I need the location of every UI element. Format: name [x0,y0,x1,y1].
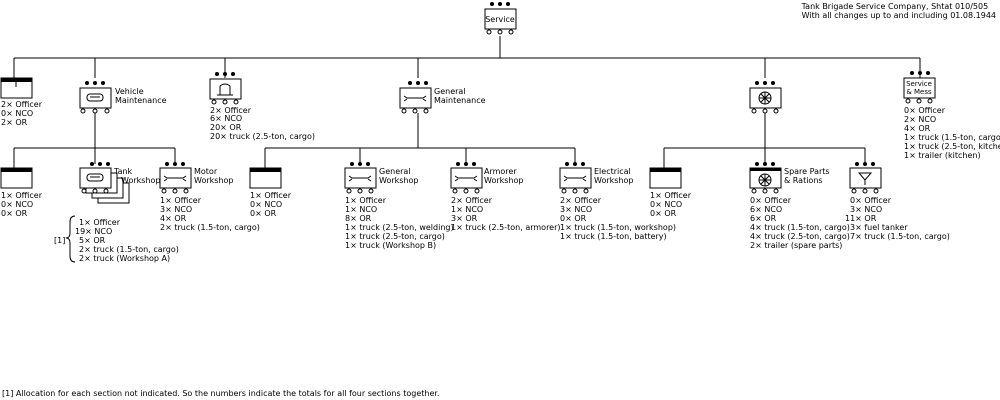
wrench-icon [454,175,478,182]
vehicle-maintenance-unit [79,81,112,114]
gm-hq-personnel: 1× Officer 0× NCO 0× OR [250,191,294,218]
electrical-workshop-personnel: 2× Officer 3× NCO 0× OR 1× truck (1.5-to… [560,196,679,241]
gm-hq-unit [249,167,282,189]
fuel-unit [849,162,882,194]
spare-parts-personnel: 0× Officer 6× NCO 6× OR 4× truck (1.5-to… [750,196,852,250]
motor-workshop-unit [159,162,192,194]
wrench-icon [563,175,587,182]
vm-hq-personnel: 1× Officer 0× NCO 0× OR [1,191,45,218]
service-mess-personnel: 0× Officer 2× NCO 4× OR 1× truck (1.5-to… [904,106,1000,160]
motor-workshop-label: Motor Workshop [194,167,233,185]
supply-wheel-icon [758,91,772,105]
transport-bell-icon [217,83,233,96]
supply-hq-personnel: 1× Officer 0× NCO 0× OR [650,191,694,218]
service-mess-box-label-1: Service [906,80,932,88]
armorer-workshop-personnel: 2× Officer 1× NCO 3× OR 1× truck (2.5-to… [451,196,561,232]
general-workshop-personnel: 1× Officer 1× NCO 8× OR 1× truck (2.5-to… [345,196,456,250]
hq-personnel: 2× Officer 0× NCO 2× OR [1,100,45,127]
wrench-icon [403,95,427,102]
armorer-workshop-unit [450,162,483,194]
fuel-funnel-icon [857,172,873,185]
spare-parts-label: Spare Parts & Rations [784,167,832,185]
vehicle-maintenance-label: Vehicle Maintenance [115,87,167,105]
connector-lines [13,36,921,263]
chart-header: Tank Brigade Service Company, Shtat 010/… [802,2,996,20]
tank-workshop-note-marker: [1] [54,236,65,245]
general-workshop-label: General Workshop [379,167,418,185]
wrench-icon [348,175,372,182]
general-maintenance-label: General Maintenance [434,87,486,105]
service-mess-unit: Service & Mess [903,71,936,104]
header-subtitle: With all changes up to and including 01.… [801,11,996,20]
footnote: [1] Allocation for each section not indi… [2,389,440,398]
service-root-unit: Service [484,2,517,35]
armorer-workshop-label: Armorer Workshop [484,167,523,185]
supply-unit [749,81,782,114]
spare-parts-unit [749,162,782,194]
wrench-icon [163,175,187,182]
hq-unit [0,77,33,99]
service-mess-box-label-2: & Mess [906,88,932,96]
motor-workshop-personnel: 1× Officer 3× NCO 4× OR 2× truck (1.5-to… [160,196,260,232]
transport-personnel: 2× Officer 6× NCO 20× OR 20× truck (2.5-… [210,106,315,141]
electrical-workshop-label: Electrical Workshop [594,167,633,185]
supply-hq-unit [649,167,682,189]
transport-unit [209,72,242,105]
tank-workshop-label: Tank Workshop [113,167,160,185]
tank-workshop-unit [79,162,130,204]
electrical-workshop-unit [559,162,592,194]
service-label: Service [485,15,515,24]
general-workshop-unit [344,162,377,194]
fuel-personnel: 0× Officer 3× NCO 11× OR 3× fuel tanker … [845,196,950,241]
vm-hq-unit [0,167,33,189]
supply-wheel-icon [758,173,772,187]
header-title: Tank Brigade Service Company, Shtat 010/… [801,2,989,11]
tank-workshop-personnel: 1× Officer 19× NCO 5× OR 2× truck (1.5-t… [75,218,181,263]
general-maintenance-unit [399,81,432,114]
